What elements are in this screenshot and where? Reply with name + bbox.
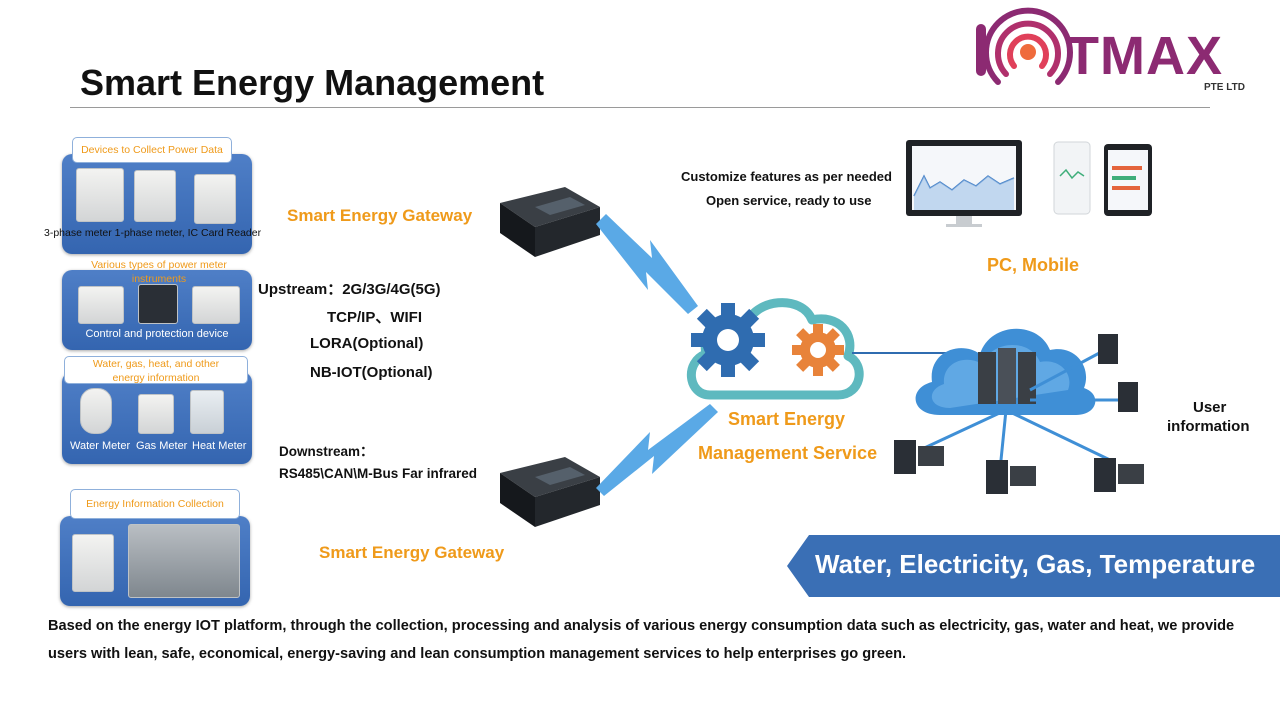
water-meter-caption: Water Meter (70, 440, 131, 452)
control-protection-caption: Control and protection device (85, 328, 229, 340)
user-info-label-line-1: User (1193, 399, 1227, 416)
wireless-link-top (596, 214, 698, 314)
upstream-line-2: TCP/IP、WIFI (327, 309, 422, 326)
meter-instrument-image-1 (78, 286, 124, 324)
upstream-line-3: LORA(Optional) (310, 335, 424, 352)
three-phase-meter-image (76, 168, 124, 222)
power-data-devices-panel (62, 154, 252, 254)
company-logo: TMAX PTE LTD (968, 6, 1258, 102)
pc-mobile-devices-graphic (906, 140, 1152, 227)
meter-instrument-image-2 (138, 284, 178, 324)
page-title: Smart Energy Management (80, 62, 545, 103)
svg-text:TMAX: TMAX (1066, 26, 1223, 86)
service-to-cloud-link (852, 352, 947, 354)
power-data-devices-label: Devices to Collect Power Data (72, 137, 232, 163)
gateway-top-label: Smart Energy Gateway (287, 206, 473, 225)
gear-blue-icon (691, 303, 765, 377)
power-meter-instruments-panel: Control and protection device (62, 270, 252, 350)
collection-meter-image (72, 534, 114, 592)
title-divider (70, 107, 1210, 108)
energy-info-collection-panel (60, 516, 250, 606)
heat-meter-image (190, 390, 224, 434)
service-label-line-2: Management Service (698, 443, 878, 463)
gateway-device-bottom (500, 457, 600, 527)
meter-instrument-image-3 (192, 286, 240, 324)
single-phase-meter-image (134, 170, 176, 222)
power-data-devices-caption: 3-phase meter 1-phase meter, IC Card Rea… (44, 227, 262, 239)
banner-text: Water, Electricity, Gas, Temperature (815, 549, 1256, 579)
pc-mobile-label: PC, Mobile (987, 255, 1080, 275)
logo-subtitle: PTE LTD (1204, 82, 1245, 93)
collection-machine-image (128, 524, 240, 598)
downstream-line-1: Downstream： (279, 444, 374, 459)
gear-orange-icon (792, 324, 844, 376)
logo-graphic: TMAX (976, 7, 1223, 86)
ic-card-reader-image (194, 174, 236, 224)
wireless-link-bottom (596, 404, 718, 496)
feature-text-1: Customize features as per needed (681, 169, 892, 184)
cloud-server-network-graphic (894, 328, 1144, 494)
gateway-device-top (500, 187, 600, 257)
water-meter-image (80, 388, 112, 434)
service-label-line-1: Smart Energy (728, 409, 846, 429)
downstream-line-2: RS485\CAN\M-Bus Far infrared (279, 466, 478, 481)
gateway-bottom-label: Smart Energy Gateway (319, 543, 505, 562)
water-gas-heat-label: Water, gas, heat, and other energy infor… (64, 356, 248, 384)
gas-meter-image (138, 394, 174, 434)
gas-meter-caption: Gas Meter (136, 440, 188, 452)
energy-info-collection-label: Energy Information Collection (70, 489, 240, 519)
footer-description: Based on the energy IOT platform, throug… (48, 618, 1235, 662)
cloud-service-graphic (686, 298, 864, 400)
user-info-label-line-2: information (1167, 418, 1250, 435)
feature-text-2: Open service, ready to use (706, 193, 872, 208)
power-meter-instruments-label: Various types of power meter instruments (91, 259, 227, 285)
water-gas-heat-panel: Water Meter Gas Meter Heat Meter (62, 372, 252, 464)
upstream-line-4: NB-IOT(Optional) (310, 364, 433, 381)
upstream-line-1: Upstream：2G/3G/4G(5G) (258, 281, 441, 298)
banner-shape (787, 535, 1280, 597)
heat-meter-caption: Heat Meter (192, 440, 247, 452)
